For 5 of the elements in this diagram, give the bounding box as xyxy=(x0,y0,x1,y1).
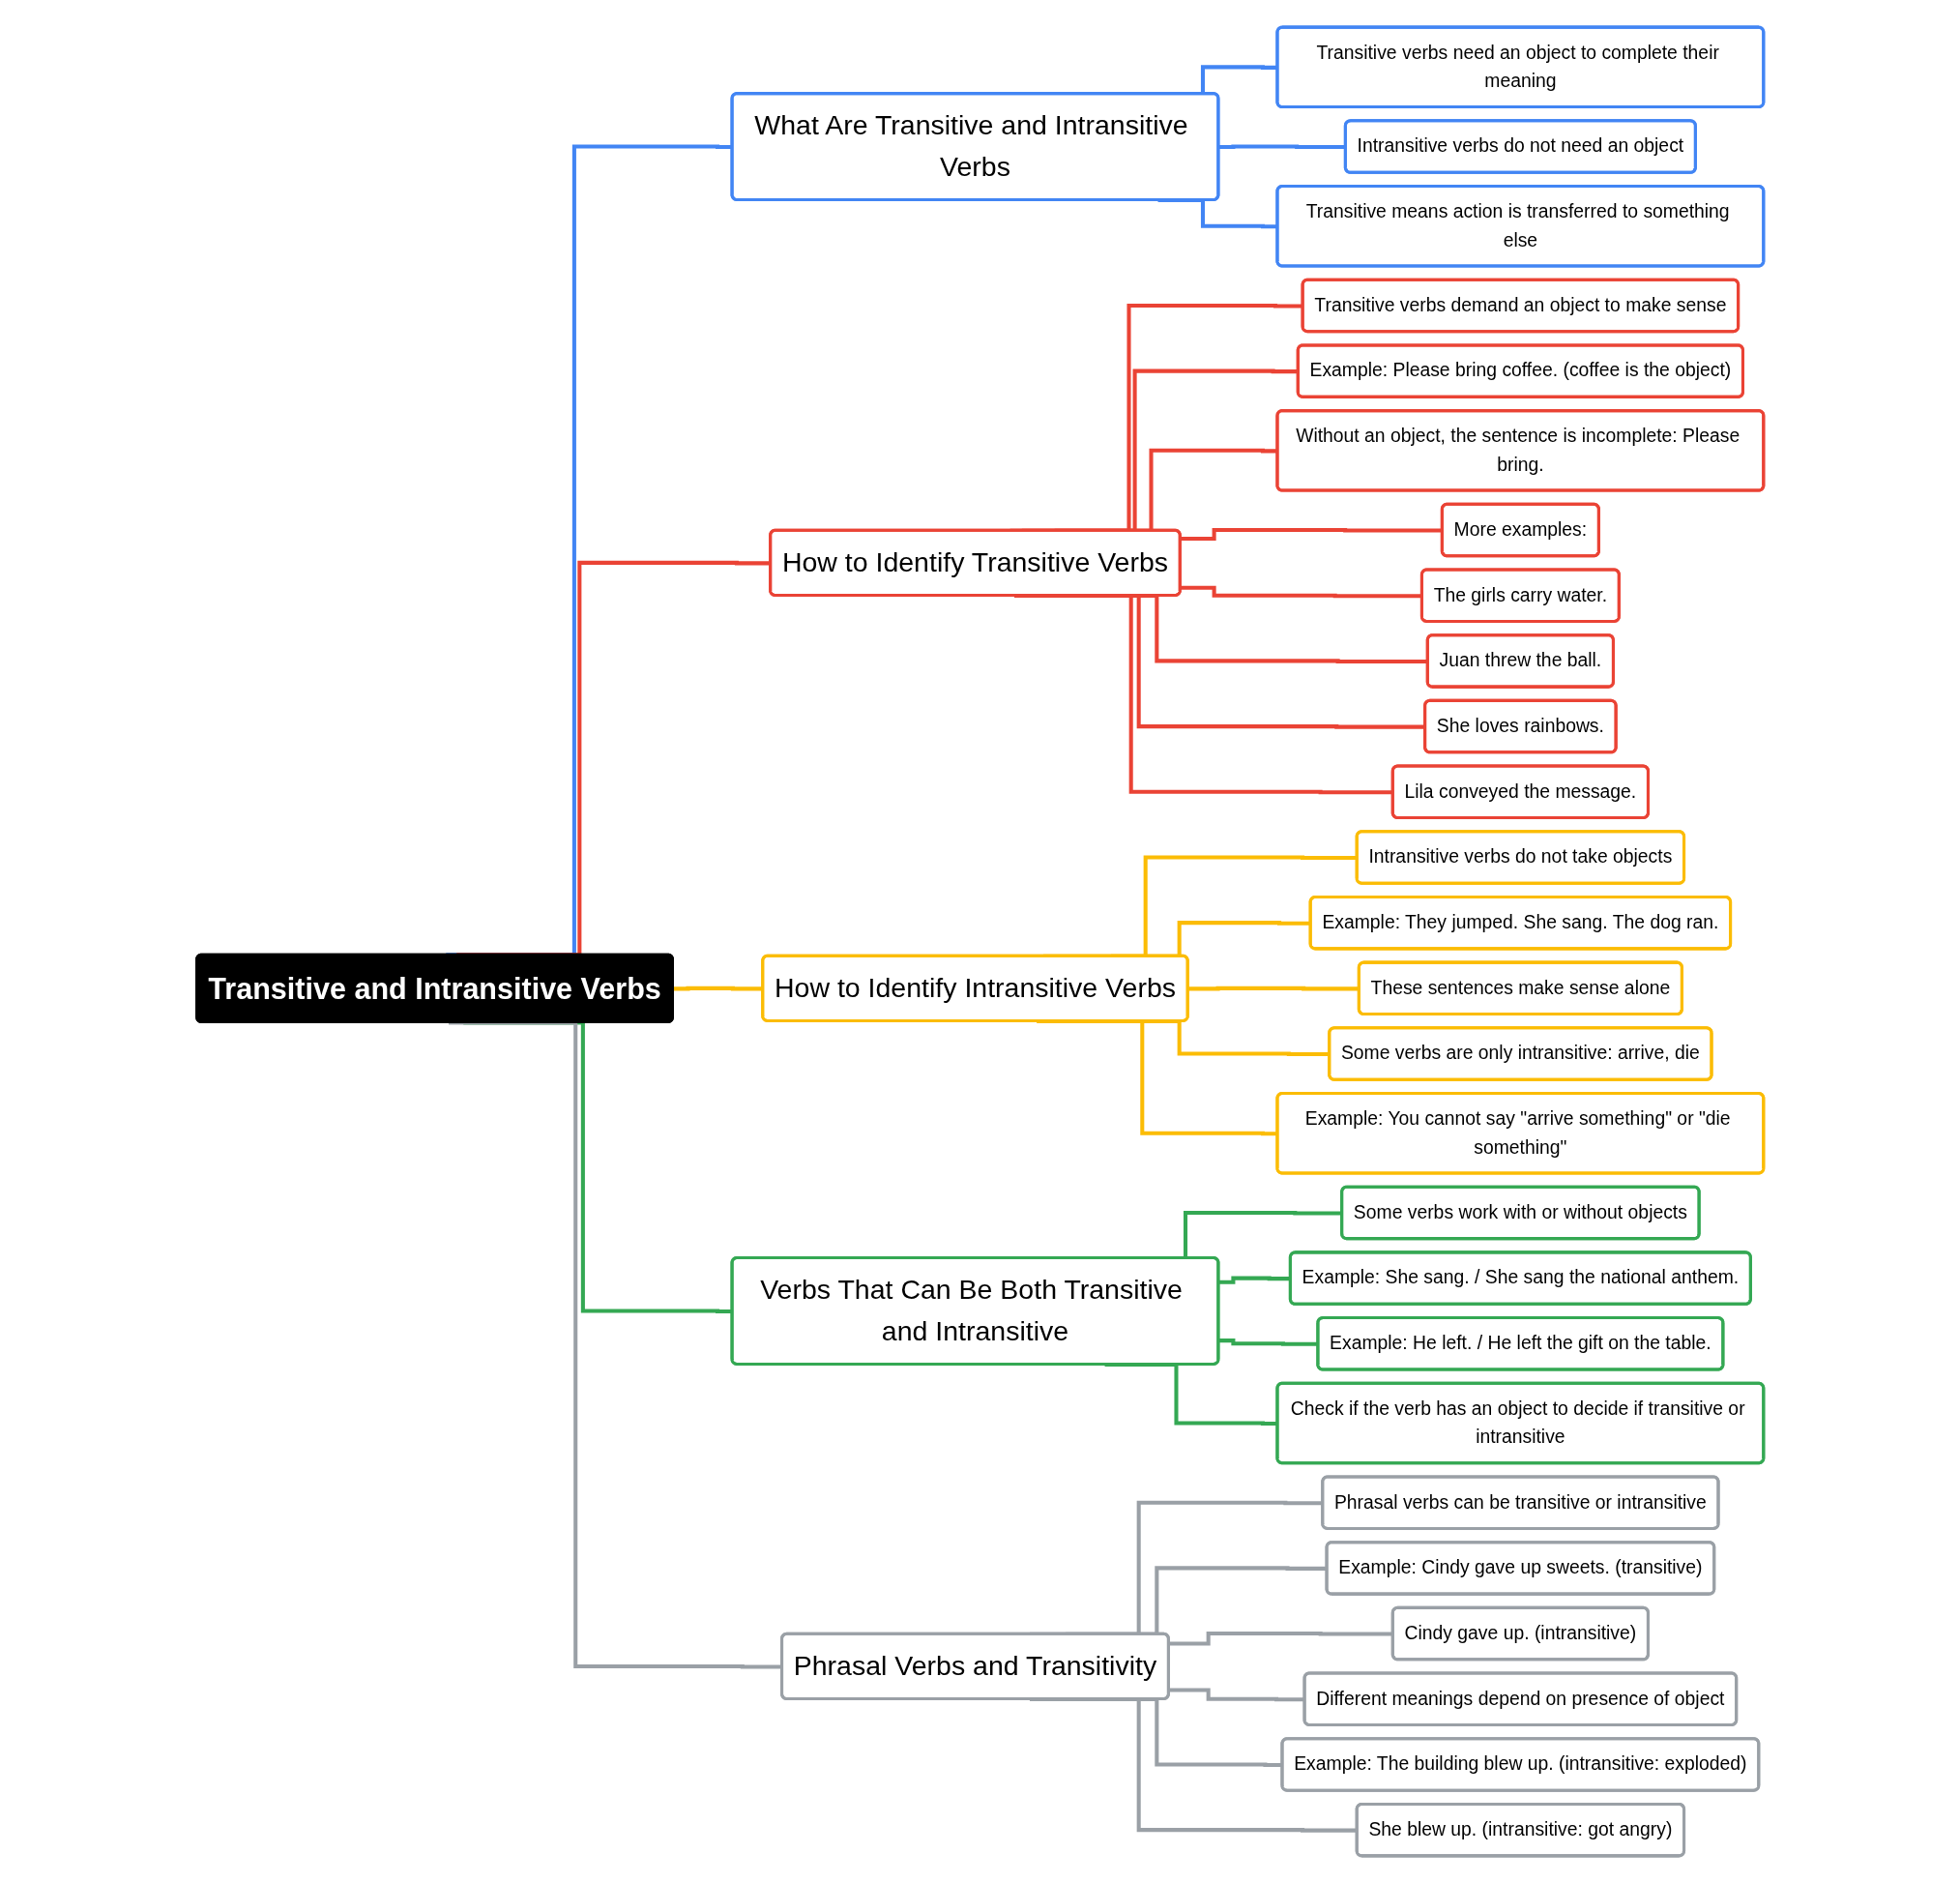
connector xyxy=(673,986,764,991)
connector xyxy=(1180,585,1422,599)
connector xyxy=(1218,144,1346,150)
connector xyxy=(1218,1339,1319,1346)
connector xyxy=(1218,1276,1291,1284)
